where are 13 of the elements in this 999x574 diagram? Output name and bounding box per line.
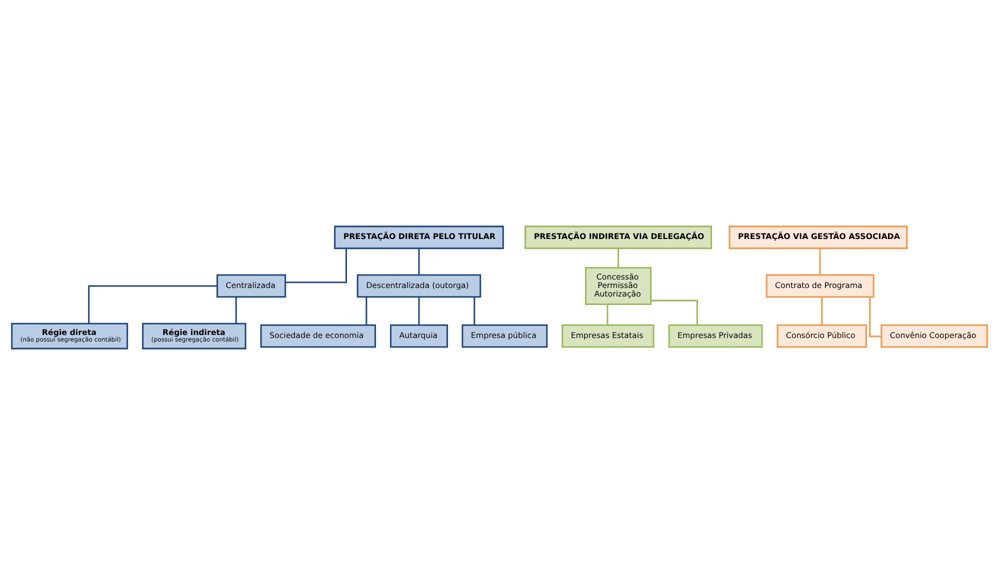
connector [869,296,882,337]
connector [235,296,237,324]
connector [88,284,218,323]
connector [819,248,821,274]
connector [606,304,608,325]
connector [286,248,347,283]
connector [474,296,476,325]
connector [418,296,420,325]
connector [366,296,368,325]
connector [650,299,698,325]
connector [418,248,420,274]
connector [618,248,620,268]
connector [821,296,823,325]
